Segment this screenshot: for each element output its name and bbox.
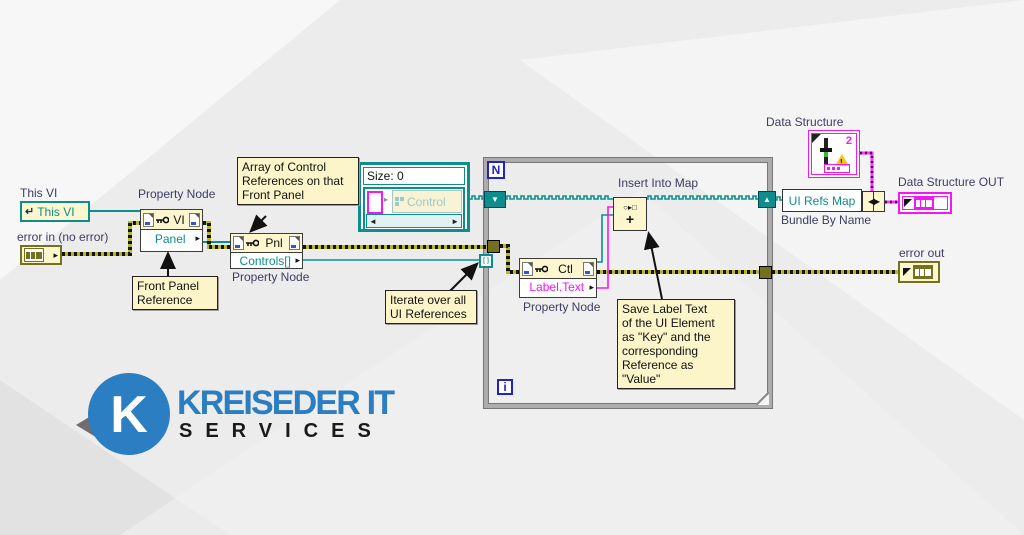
comment-save-label-text: Save Label Text of the UI Element as "Ke… bbox=[617, 299, 735, 390]
error-cluster-icon bbox=[24, 248, 44, 262]
vi-panel-property[interactable]: Panel ▸ bbox=[154, 231, 200, 246]
ctl-labeltext-property[interactable]: Label.Text ▸ bbox=[529, 280, 594, 294]
ctl-property-node-label: Property Node bbox=[523, 300, 601, 314]
warning-mark: ! bbox=[840, 158, 843, 167]
vi-property-node[interactable]: VI Panel ▸ bbox=[140, 209, 203, 252]
data-structure-out-indicator[interactable] bbox=[898, 192, 952, 214]
loop-count-terminal[interactable]: N bbox=[487, 161, 505, 179]
bundle-by-name-node[interactable]: ◀▶ bbox=[862, 191, 885, 212]
property-key-icon bbox=[156, 216, 169, 223]
shift-register-right[interactable]: ▲ bbox=[758, 191, 776, 208]
array-scrollbar[interactable]: ◄ ► bbox=[366, 214, 462, 228]
pnl-controls-property[interactable]: Controls[] ▸ bbox=[239, 253, 300, 268]
comment-front-panel-reference: Front Panel Reference bbox=[132, 276, 218, 311]
data-structure-label: Data Structure bbox=[766, 115, 844, 129]
reference-page-icon bbox=[233, 236, 244, 250]
control-refs-array-indicator[interactable]: Size: 0 ▸ Control ◄ ► bbox=[358, 162, 470, 232]
error-in-label: error in (no error) bbox=[17, 230, 109, 244]
error-in-terminal[interactable]: ▸ bbox=[20, 245, 62, 265]
slider-knob-icon bbox=[820, 148, 832, 152]
for-loop[interactable] bbox=[484, 158, 772, 408]
reference-page-icon bbox=[143, 212, 154, 227]
property-key-icon bbox=[535, 265, 548, 272]
pnl-property-node-label: Property Node bbox=[232, 270, 310, 284]
comment-array-of-controls: Array of Control References on that Fron… bbox=[237, 157, 359, 206]
error-out-indicator[interactable] bbox=[898, 261, 940, 283]
comment-iterate: Iterate over all UI References bbox=[385, 290, 477, 325]
error-tunnel-right[interactable] bbox=[759, 266, 772, 279]
indicator-fold-icon bbox=[903, 268, 911, 276]
vi-node-title: VI bbox=[173, 212, 185, 227]
reference-page-icon bbox=[522, 261, 533, 276]
property-out-arrow-icon: ▸ bbox=[589, 281, 594, 292]
bundle-field-name: UI Refs Map bbox=[788, 193, 856, 208]
error-out-label: error out bbox=[899, 246, 945, 260]
scroll-left-icon[interactable]: ◄ bbox=[369, 216, 377, 226]
pnl-property-node[interactable]: Pnl Controls[] ▸ bbox=[230, 233, 303, 269]
array-element-refnum: Control bbox=[392, 190, 462, 213]
auto-index-tunnel[interactable]: [ ] bbox=[479, 254, 493, 268]
vi-property-node-label: Property Node bbox=[138, 187, 216, 201]
property-out-arrow-icon: ▸ bbox=[195, 233, 200, 243]
this-vi-constant[interactable]: ↵ This VI bbox=[20, 201, 90, 222]
array-index-box[interactable] bbox=[367, 191, 383, 214]
reference-page-icon bbox=[189, 212, 200, 227]
vi-refnum-icon: ↵ bbox=[25, 206, 35, 218]
cluster-icon bbox=[914, 196, 934, 210]
terminal-arrow-icon: ▸ bbox=[53, 249, 58, 260]
loop-iteration-terminal[interactable]: i bbox=[497, 379, 513, 395]
map-insert-icon: ○▸□ bbox=[623, 202, 637, 212]
array-body: ▸ Control ◄ ► bbox=[363, 187, 465, 231]
array-size-field: Size: 0 bbox=[363, 167, 465, 185]
ctl-property-node[interactable]: Ctl Label.Text ▸ bbox=[519, 258, 597, 298]
loop-resize-corner[interactable] bbox=[756, 392, 769, 405]
constant-number: 2 bbox=[845, 135, 852, 147]
indicator-fold-icon bbox=[904, 199, 912, 207]
reference-page-icon bbox=[289, 236, 300, 250]
error-cluster-icon bbox=[913, 265, 933, 279]
warning-triangle-icon bbox=[835, 154, 849, 166]
property-out-arrow-icon: ▸ bbox=[295, 255, 300, 265]
plus-icon: + bbox=[625, 210, 635, 227]
data-structure-out-label: Data Structure OUT bbox=[898, 175, 1005, 189]
this-vi-value: This VI bbox=[37, 204, 75, 219]
data-structure-constant[interactable]: 2 ! bbox=[808, 130, 860, 178]
refnum-glyph-icon bbox=[395, 197, 404, 206]
reference-page-icon bbox=[583, 261, 594, 276]
bundle-icon: ◀▶ bbox=[868, 197, 879, 206]
ctl-node-title: Ctl bbox=[558, 261, 573, 276]
bundle-by-name-label: Bundle By Name bbox=[781, 213, 872, 227]
corner-fold-icon bbox=[812, 134, 821, 143]
insert-into-map-label: Insert Into Map bbox=[618, 176, 699, 190]
this-vi-label: This VI bbox=[20, 186, 58, 200]
scroll-right-icon[interactable]: ► bbox=[451, 216, 459, 226]
bundle-field-box[interactable]: UI Refs Map bbox=[782, 189, 862, 212]
pnl-node-title: Pnl bbox=[265, 236, 283, 250]
property-key-icon bbox=[246, 239, 259, 247]
index-arrow-icon: ▸ bbox=[384, 195, 389, 204]
shift-register-left[interactable]: ▼ bbox=[484, 191, 506, 208]
insert-into-map-node[interactable]: ○▸□ + bbox=[613, 197, 647, 231]
error-tunnel-left[interactable] bbox=[487, 240, 500, 253]
cluster-strip-icon bbox=[824, 164, 850, 173]
